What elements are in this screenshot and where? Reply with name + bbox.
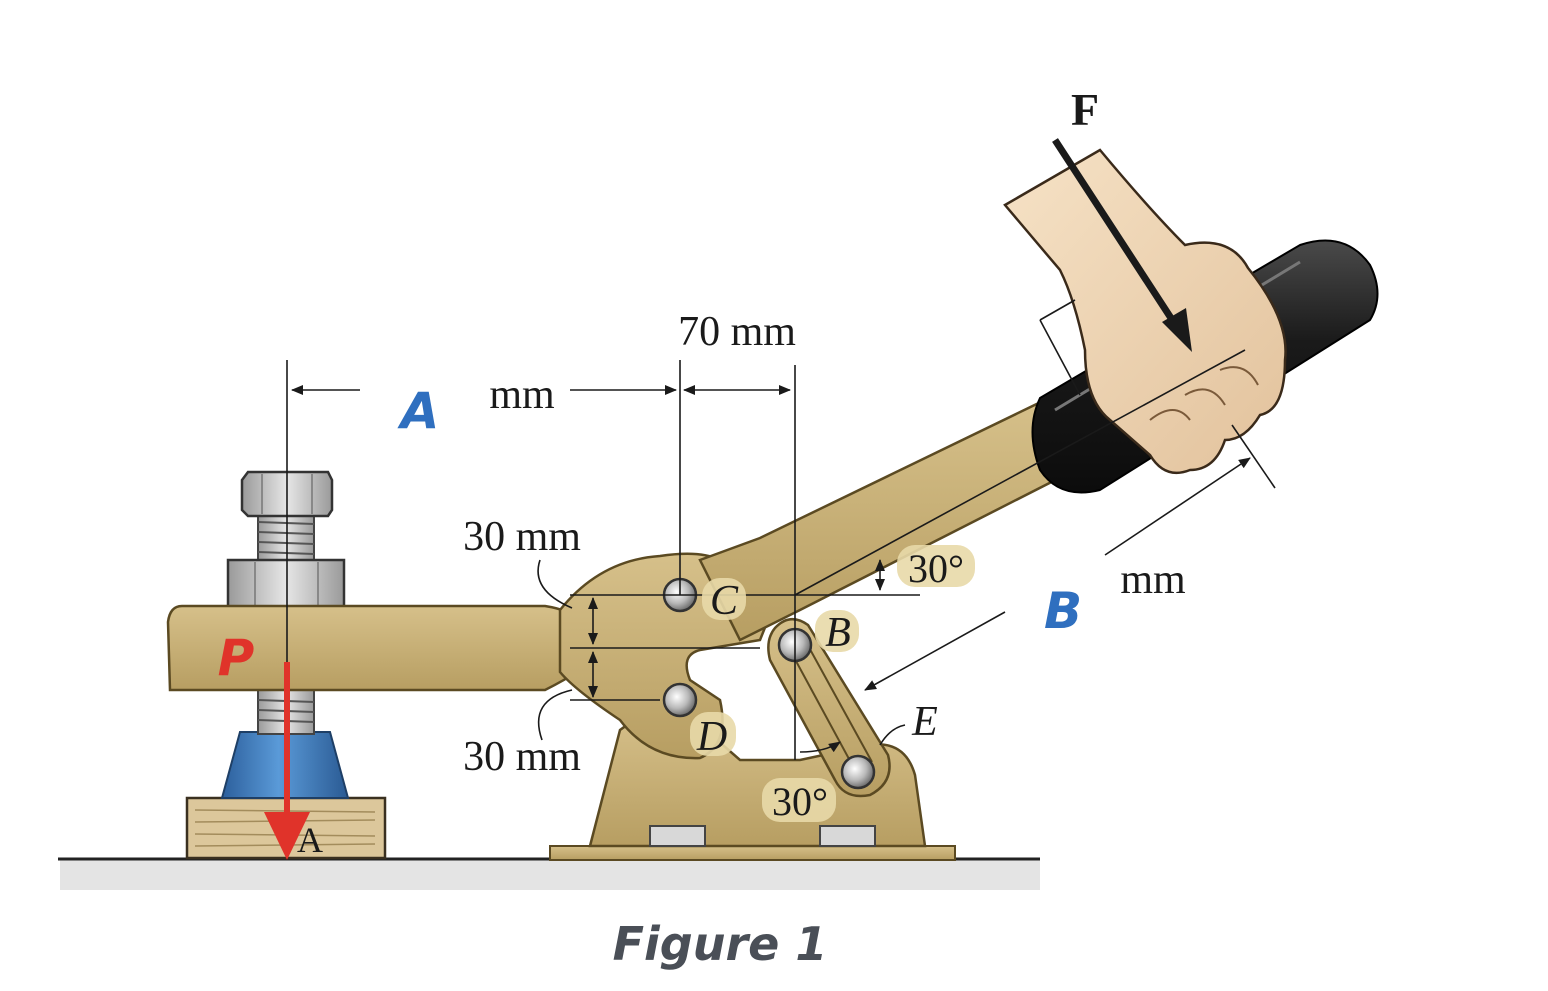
dim-b-unit: mm: [1120, 557, 1186, 603]
hex-nut: [226, 558, 346, 610]
force-f-label: F: [1071, 84, 1099, 135]
force-f-arrow: [1052, 138, 1192, 352]
handle-lever: [698, 398, 1077, 642]
angle-30-upper-label: 30°: [908, 546, 964, 591]
threaded-spindle: [257, 511, 315, 735]
point-d-label: D: [696, 714, 727, 760]
figure-caption: Figure 1: [613, 917, 828, 971]
dim-a-variable: A: [397, 382, 440, 440]
point-b-label: B: [825, 610, 851, 656]
point-c-label: C: [710, 578, 739, 624]
pin-d: [662, 682, 698, 718]
clamp-base: [549, 712, 956, 861]
point-e-label: E: [911, 699, 938, 745]
pin-e: [840, 754, 876, 790]
force-p-arrow: [264, 662, 310, 860]
dim-b-variable: B: [1044, 582, 1082, 640]
dim-30mm-upper-label: 30 mm: [463, 514, 581, 560]
ground: [58, 857, 1040, 890]
link-be: [767, 618, 891, 798]
dim-a-unit: mm: [489, 372, 555, 418]
force-p-label: P: [218, 629, 255, 687]
hand-illustration: [1003, 148, 1287, 475]
dim-70mm-label: 70 mm: [678, 309, 796, 355]
angle-30-lower-label: 30°: [772, 779, 828, 824]
label-backdrops: [690, 545, 975, 822]
dim-30mm-lower-label: 30 mm: [463, 734, 581, 780]
